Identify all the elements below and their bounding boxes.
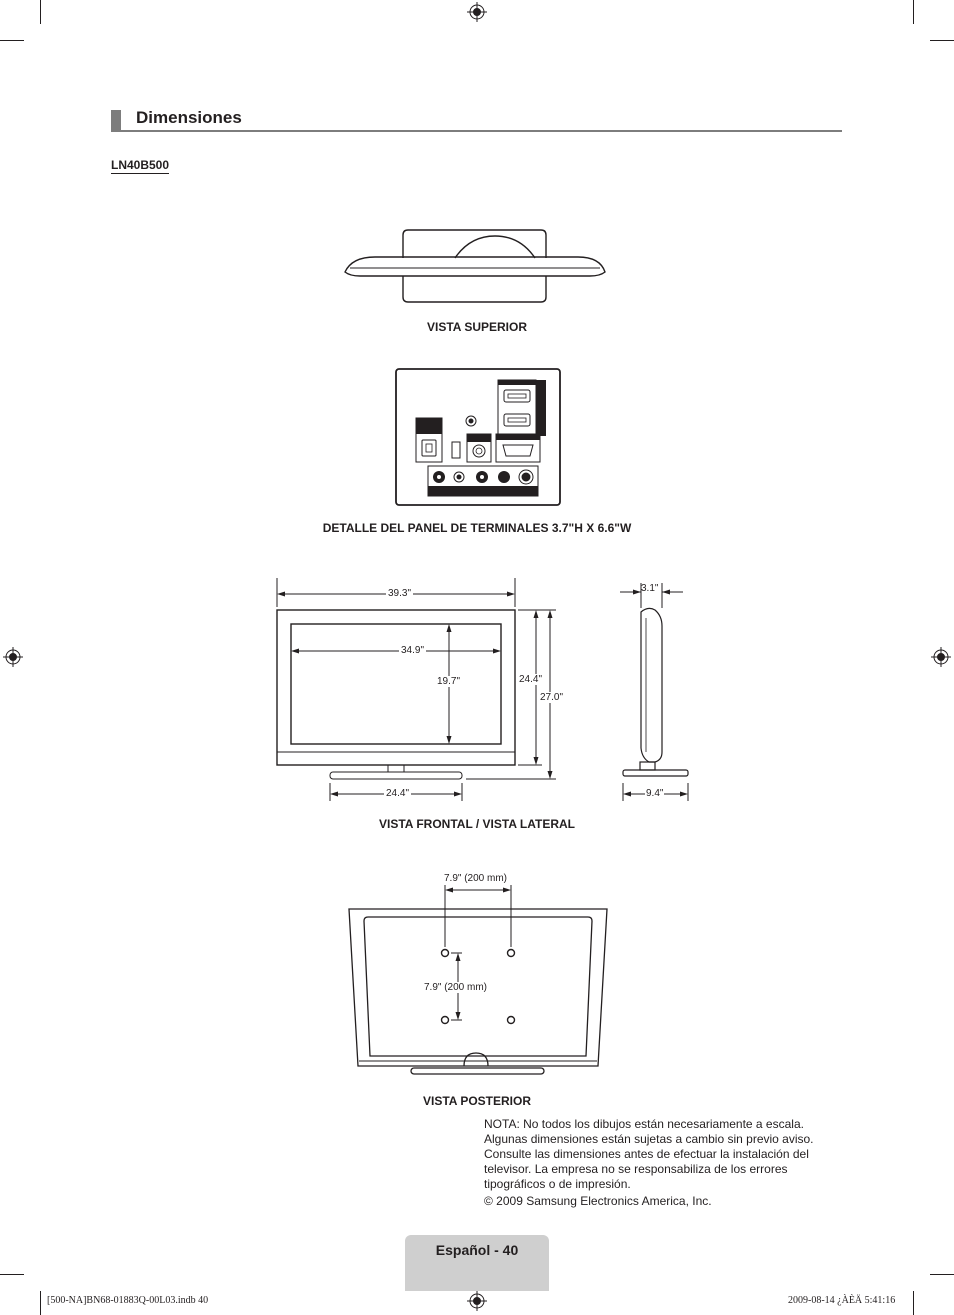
dim-stand-width: 24.4" bbox=[384, 788, 412, 799]
front-view-drawing bbox=[276, 578, 556, 801]
heading-rule bbox=[111, 130, 842, 132]
crop-mark bbox=[0, 1274, 24, 1275]
heading-bar bbox=[111, 110, 121, 130]
crop-mark bbox=[930, 1274, 954, 1275]
model-number: LN40B500 bbox=[111, 158, 170, 174]
caption-terminal-panel: DETALLE DEL PANEL DE TERMINALES 3.7"H X … bbox=[322, 521, 632, 535]
dim-total-height: 27.0" bbox=[539, 692, 565, 703]
dim-stand-depth: 9.4" bbox=[645, 788, 665, 799]
note-block: NOTA: No todos los dibujos están necesar… bbox=[484, 1117, 844, 1209]
page-number: Español - 40 bbox=[435, 1242, 519, 1258]
dim-overall-width: 39.3" bbox=[386, 588, 414, 599]
crop-mark bbox=[930, 40, 954, 41]
registration-mark-icon bbox=[3, 647, 23, 667]
note-text: NOTA: No todos los dibujos están necesar… bbox=[484, 1117, 814, 1191]
caption-top-view: VISTA SUPERIOR bbox=[426, 320, 527, 334]
crop-mark bbox=[0, 40, 24, 41]
registration-mark-icon bbox=[467, 1291, 487, 1311]
page-tab bbox=[405, 1235, 549, 1291]
dim-screen-width: 34.9" bbox=[399, 645, 427, 656]
dim-screen-height: 19.7" bbox=[436, 676, 462, 687]
registration-mark-icon bbox=[467, 2, 487, 22]
side-view-drawing bbox=[620, 583, 689, 801]
caption-front-side-view: VISTA FRONTAL / VISTA LATERAL bbox=[379, 817, 575, 831]
dim-depth: 3.1" bbox=[641, 583, 659, 594]
copyright-text: © 2009 Samsung Electronics America, Inc. bbox=[484, 1194, 712, 1208]
crop-mark bbox=[913, 1291, 914, 1315]
section-title: Dimensiones bbox=[136, 108, 242, 127]
crop-mark bbox=[40, 1291, 41, 1315]
crop-mark bbox=[40, 0, 41, 24]
top-view-drawing bbox=[344, 229, 606, 303]
registration-mark-icon bbox=[931, 647, 951, 667]
rear-view-drawing bbox=[348, 885, 608, 1075]
footer-timestamp: 2009-08-14 ¿ÀÈÄ 5:41:16 bbox=[788, 1295, 896, 1306]
caption-rear-view: VISTA POSTERIOR bbox=[422, 1094, 531, 1108]
dim-vesa-horizontal: 7.9" (200 mm) bbox=[444, 873, 508, 884]
terminal-panel-drawing bbox=[395, 368, 561, 506]
crop-mark bbox=[913, 0, 914, 24]
footer-file: [500-NA]BN68-01883Q-00L03.indb 40 bbox=[47, 1295, 209, 1306]
dim-body-height: 24.4" bbox=[518, 674, 544, 685]
dim-vesa-vertical: 7.9" (200 mm) bbox=[423, 982, 489, 993]
